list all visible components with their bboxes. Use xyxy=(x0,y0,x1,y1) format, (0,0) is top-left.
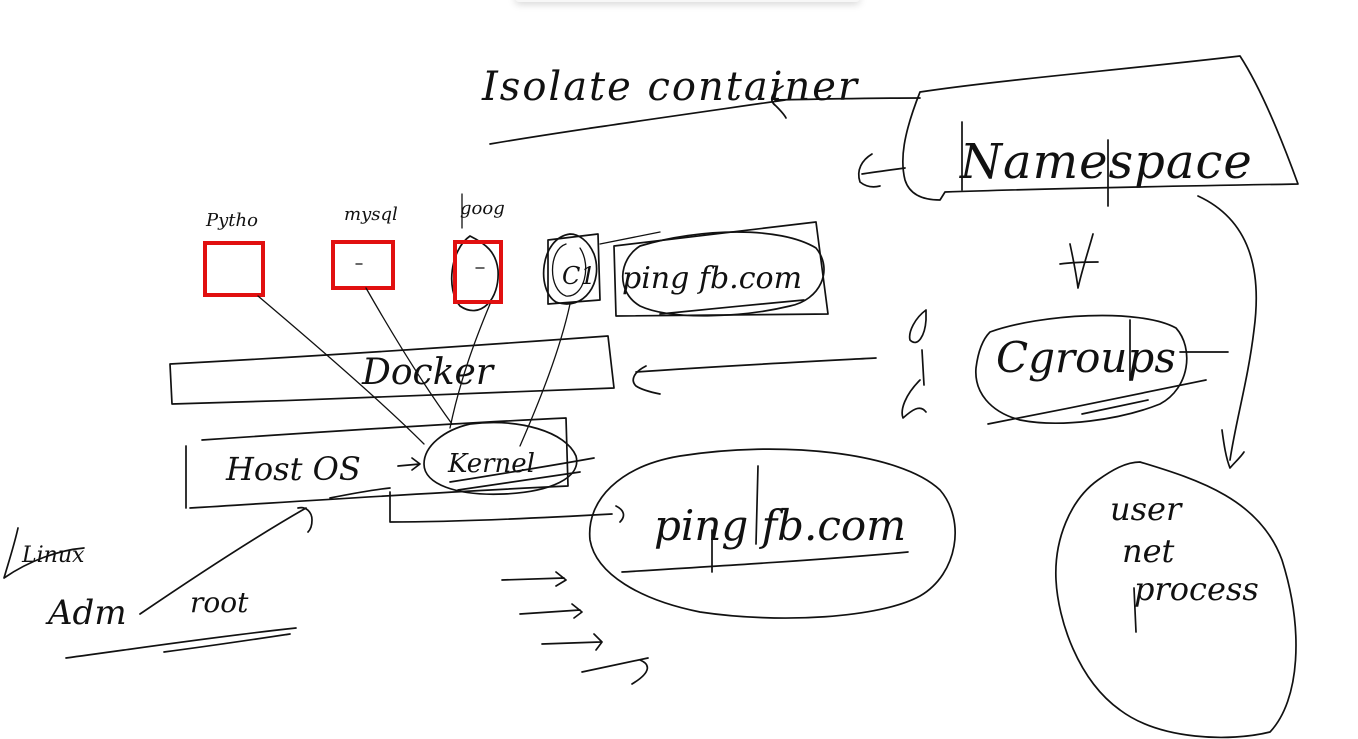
kernel-label: Kernel xyxy=(447,449,535,479)
namespace-left-arrowhead xyxy=(857,153,881,188)
user-label: user xyxy=(1110,490,1183,528)
mysql-to-kernel-line xyxy=(365,287,453,425)
namespace-left-arrow xyxy=(861,167,906,175)
kernel-underline-2 xyxy=(457,471,581,491)
namespace-group: Namespace xyxy=(774,55,1299,207)
ping-top-underline xyxy=(659,299,805,315)
docker-label: Docker xyxy=(361,352,495,393)
ping-top-box xyxy=(613,221,829,317)
namespace-label: Namespace xyxy=(959,134,1253,190)
cgroups-to-docker-arrowhead xyxy=(632,365,661,395)
namespace-box xyxy=(901,55,1299,201)
ping-top-connector xyxy=(599,231,661,245)
stray-arrow-2 xyxy=(519,603,583,619)
top-toolbar-shadow xyxy=(515,0,860,2)
stray-arrow-4 xyxy=(581,657,649,685)
docker-box xyxy=(169,335,615,405)
mysql-container-box xyxy=(331,240,395,290)
cgroups-underline-2 xyxy=(1081,399,1149,415)
ping-bottom-group: ping fb.com xyxy=(588,448,956,619)
containers-group: Pytho mysql goog C1 xyxy=(203,193,601,312)
c1-to-kernel-line xyxy=(519,303,571,447)
google-container-box xyxy=(453,240,503,304)
python-container-box xyxy=(203,241,265,297)
stray-arrow-1 xyxy=(501,571,567,587)
process-stem xyxy=(1133,587,1137,633)
namespace-curve-arrowhead xyxy=(1221,429,1245,469)
user-net-process-group: user net process xyxy=(1055,461,1297,739)
process-label: process xyxy=(1134,570,1259,608)
root-underline xyxy=(163,633,291,653)
isolate-container-underline xyxy=(489,99,786,145)
ping-top-group: ping fb.com xyxy=(599,221,829,317)
host-os-group: Host OS Kernel xyxy=(185,417,625,523)
ping-bottom-label: ping fb.com xyxy=(654,501,906,550)
admin-to-host-arrow xyxy=(139,507,307,615)
kernel-underline-1 xyxy=(449,457,595,483)
ping-top-ellipse xyxy=(621,231,825,317)
container-connectors xyxy=(257,287,571,447)
stray-arrow-3 xyxy=(541,633,603,651)
c1-inner-circle xyxy=(552,243,587,297)
kernel-to-ping-connector xyxy=(389,491,613,523)
conjunction-symbols xyxy=(901,233,1099,419)
namespace-curve xyxy=(1197,195,1258,461)
kernel-ellipse xyxy=(423,421,578,496)
host-os-box xyxy=(189,417,569,509)
cgroups-underline-1 xyxy=(987,379,1207,425)
admin-to-host-arrowhead xyxy=(297,506,313,533)
user-net-process-ellipse xyxy=(1055,461,1297,739)
c1-label: C1 xyxy=(562,262,596,290)
admin-label: Adm xyxy=(45,593,127,633)
host-os-label: Host OS xyxy=(225,450,361,488)
python-label: Pytho xyxy=(205,210,258,231)
cgroups-label: Cgroups xyxy=(996,333,1176,382)
and-symbol xyxy=(901,309,927,419)
isolate-container-arrowhead xyxy=(770,85,787,119)
c1-circle xyxy=(542,233,598,305)
linux-admin-group: Linux Adm root xyxy=(3,506,313,659)
ping-bottom-letter-stem xyxy=(755,465,759,545)
ping-top-label: ping fb.com xyxy=(622,261,802,296)
google-circle xyxy=(450,235,499,312)
isolate-container-label: Isolate container xyxy=(481,64,860,110)
linux-stroke xyxy=(3,527,85,579)
kernel-to-ping-arrowhead xyxy=(615,505,625,523)
n-symbol xyxy=(1069,233,1094,289)
cgroups-ellipse xyxy=(975,314,1188,424)
google-label: goog xyxy=(460,198,505,219)
docker-group: Docker xyxy=(169,335,615,405)
c1-square xyxy=(547,233,601,305)
host-os-underline xyxy=(329,487,391,499)
stray-arrows xyxy=(501,571,649,685)
root-label: root xyxy=(190,586,249,619)
ping-bottom-ellipse xyxy=(588,448,956,619)
linux-label: Linux xyxy=(21,543,85,568)
admin-underline xyxy=(65,627,297,659)
n-crossbar xyxy=(1059,261,1099,265)
host-os-arrow xyxy=(397,457,421,471)
ping-bottom-underline xyxy=(621,551,909,573)
cgroups-group: Cgroups xyxy=(632,314,1229,425)
google-to-kernel-line xyxy=(449,303,491,429)
mysql-label: mysql xyxy=(344,204,398,225)
isolate-container-group: Isolate container xyxy=(481,64,860,145)
namespace-to-process-arrow xyxy=(1197,195,1258,469)
net-label: net xyxy=(1122,532,1175,570)
cgroups-to-docker-arrow xyxy=(635,357,877,373)
namespace-to-isolate-arrow xyxy=(774,97,921,101)
